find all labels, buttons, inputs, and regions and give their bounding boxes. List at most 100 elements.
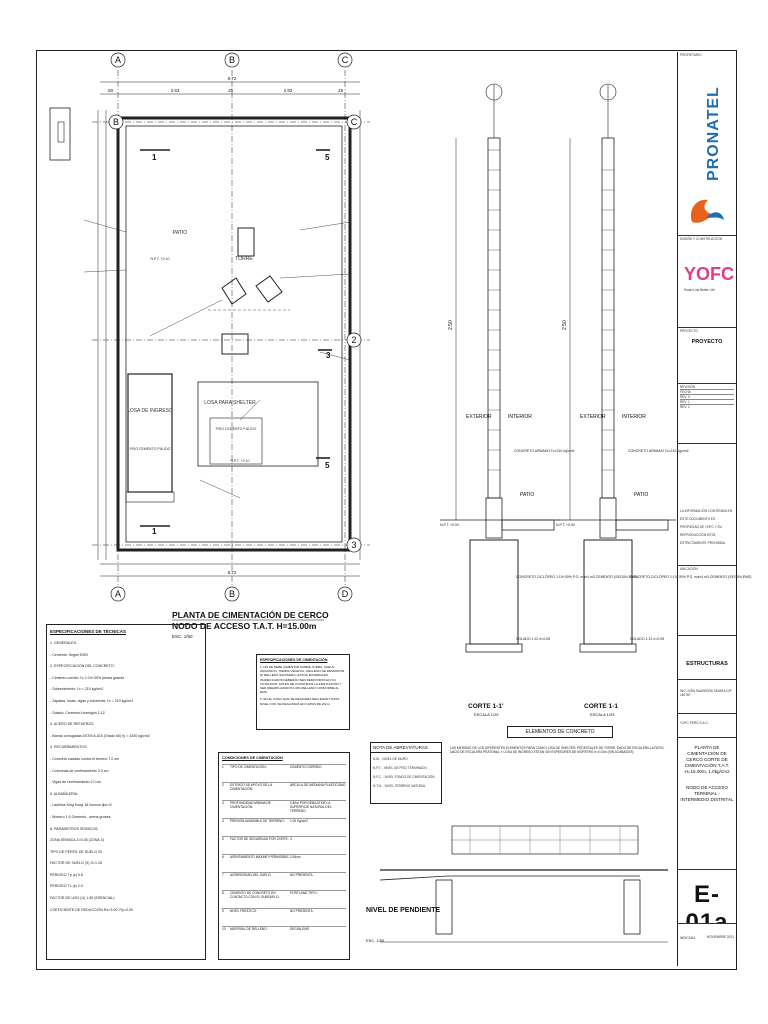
conditions-index: 9 — [222, 909, 224, 913]
conditions-index: 7 — [222, 873, 224, 877]
pronatel-wordmark: PRONATEL — [705, 86, 722, 181]
section-title-left: CORTE 1-1' — [468, 703, 504, 710]
yofc-logo: YOFC — [684, 264, 735, 284]
conditions-value: PORTLAND TIPO I — [290, 891, 318, 895]
dim-label: 2.63 — [171, 88, 180, 93]
scale-date-cell: INDICADA NOVIEMBRE 2021 — [678, 934, 736, 958]
conditions-index: 1 — [222, 765, 224, 769]
sheet-code: E-01a — [685, 881, 729, 924]
conditions-key: NIVEL FREÁTICO: — [230, 909, 257, 913]
owner-cell: PROPIETARIO PRONATEL — [678, 52, 736, 236]
section-scale: ESCALA 1/25 — [474, 712, 499, 717]
floor-finish-label: PISO CEMENTO PULIDO — [130, 447, 171, 451]
foundation-notes-box: ESPECIFICACIONES DE CIMENTACIÓN 1. NO SE… — [256, 654, 350, 730]
spec-item: - Cemento: Según EMS — [50, 652, 88, 657]
foundation-note: 2. EN EL CASO QUE SE REQUIERA RELLENAR H… — [260, 697, 340, 706]
axis-label: C — [351, 117, 358, 127]
section-left — [440, 83, 560, 653]
solado-note: SOLADO 1:12 e=0.05 — [630, 637, 664, 641]
level-note: N.P.T. +0.00 — [440, 523, 459, 527]
spec-item: 4. RECUBRIMIENTOS: — [50, 745, 88, 750]
axis-bubble — [337, 52, 353, 68]
conditions-row: 9 NIVEL FREÁTICO: NO PRESENTA — [222, 908, 346, 926]
dim-label: .25 — [337, 88, 344, 93]
solado-note: SOLADO 1:12 e=0.05 — [516, 637, 550, 641]
design-cell: DISEÑO Y CONSTRUCCIÓN YOFC Smart Link Be… — [678, 236, 736, 328]
location-label: UBICACIÓN — [680, 567, 698, 571]
section-scale: ESCALA 1/25 — [590, 712, 615, 717]
section-marker: 3 — [326, 351, 331, 360]
axis-label: B — [229, 55, 235, 65]
slope-detail — [379, 825, 668, 943]
conditions-value: ARCILLA DE MEDIANA PLASTICIDAD — [290, 783, 346, 787]
shelter-slab-label: LOSA PARA SHELTER — [204, 400, 256, 406]
title-block: PROPIETARIO PRONATEL DISEÑO Y CONSTRUCCI… — [677, 52, 736, 966]
section-height: 2.50 — [562, 320, 568, 330]
revision-row: REV. 2 — [680, 405, 690, 409]
conditions-key: FACTOR DE SEGURIDAD POR CORTE: — [230, 837, 289, 841]
revision-row: REVISIÓN — [680, 385, 734, 390]
level-note: N.P.T. +0.00 — [556, 523, 575, 527]
concrete-elements-title: ELEMENTOS DE CONCRETO — [507, 726, 613, 738]
engineer-cell: ING. IVÁN SAAVEDRA TAVARA CIP 160787 — [678, 680, 736, 714]
abbrev-item: N.P.T. - NIVEL DE PISO TERMINADO — [373, 766, 427, 770]
cyclopean-note: CONCRETO CICLÓPEO 1:10+30% P.G. máx4 m3 … — [630, 574, 751, 579]
axis-label: A — [115, 589, 121, 599]
specs-title: ESPECIFICACIONES DE TÉCNICAS — [50, 629, 127, 634]
notice-cell: LA INFORMACIÓN CONTENIDA EN ESTE DOCUMEN… — [678, 506, 736, 566]
interior-label: INTERIOR — [508, 414, 532, 420]
specs-box: ESPECIFICACIONES DE TÉCNICAS 1. GENERALE… — [46, 624, 206, 960]
drawing-subtitle: NODO DE ACCESO TERMINAL - INTERMEDIO DIS… — [680, 785, 734, 802]
axis-label: C — [342, 55, 349, 65]
tower-label: TORRE — [235, 256, 253, 262]
conditions-value: 1.00 Kg/cm2 — [290, 819, 308, 823]
pronatel-logo: PRONATEL — [698, 62, 734, 192]
conditions-key: MATERIAL DE RELLENO: — [230, 927, 268, 931]
axis-label: 3 — [351, 540, 356, 550]
conditions-value: NO PRESENTA — [290, 909, 313, 913]
drawing-title: PLANTA DE CIMENTACIÓN DE CERCO CORTE DE … — [684, 745, 730, 774]
room-label-patio: PATIO — [173, 230, 187, 236]
conditions-value: SEGÚN EMS — [290, 927, 310, 931]
revision-row: REV. 0 — [680, 395, 734, 400]
conditions-value: 3 — [290, 837, 292, 841]
conditions-index: 2 — [222, 783, 224, 787]
spec-item: ZONA SÍSMICA Z=0.35 (ZONA 3) — [50, 838, 104, 843]
dim-label: 2.83 — [284, 88, 293, 93]
conditions-index: 8 — [222, 891, 224, 895]
date-value: NOVIEMBRE 2021 — [706, 935, 734, 939]
cyclopean-note: CONCRETO CICLÓPEO 1:10+30% P.G. máx4 m3 … — [516, 574, 637, 579]
spec-item: - Vigas de confinamiento 2.0 cm — [50, 780, 102, 785]
dim-label: 8.72 — [228, 570, 237, 575]
abbrev-item: N.T.N. - NIVEL TERRENO NATURAL — [373, 784, 426, 788]
section-height: 2.50 — [448, 320, 454, 330]
axis-bubble — [108, 114, 124, 130]
conditions-value: NO PRESENTA — [290, 873, 313, 877]
specs-list: 1. GENERALES: - Cemento: Según EMS 2. ES… — [50, 638, 202, 916]
spec-item: - Ladrillos King Kong 18 huecos tipo IV — [50, 803, 112, 808]
spec-item: FACTOR DE USO (U) 1.50 (ESENCIAL) — [50, 896, 115, 901]
entry-slab-label: LOSA DE INGRESO — [127, 408, 173, 414]
engineer-name: ING. IVÁN SAAVEDRA TAVARA CIP 160787 — [680, 689, 732, 697]
level-label: N.P.T. +0.10 — [231, 459, 250, 463]
specialty-cell: ESTRUCTURAS — [678, 652, 736, 680]
abbrev-title: NOTA DE ABREVIATURAS — [371, 743, 441, 753]
floor-finish-label: PISO CEMENTO PULIDO — [216, 427, 257, 431]
axis-bubble — [346, 537, 362, 553]
exterior-label: EXTERIOR — [466, 414, 492, 420]
conditions-key: CEMENTO DE CONCRETO EN CONTACTO CON EL S… — [230, 891, 280, 899]
abbrev-item: N.M. - NIVEL DE MURO — [373, 757, 408, 761]
dim-label: .25 — [227, 88, 234, 93]
plan-title-line1: PLANTA DE CIMENTACIÓN DE CERCO — [172, 609, 329, 620]
conditions-key: ASENTAMIENTO MÁXIMO PERMISIBLE: — [230, 855, 290, 859]
concrete-note: CONCRETO ARMADO f'c=210 kg/cm2 — [514, 449, 575, 453]
spec-item: 5. ALBAÑILERÍA: — [50, 791, 78, 796]
section-right — [556, 83, 676, 653]
